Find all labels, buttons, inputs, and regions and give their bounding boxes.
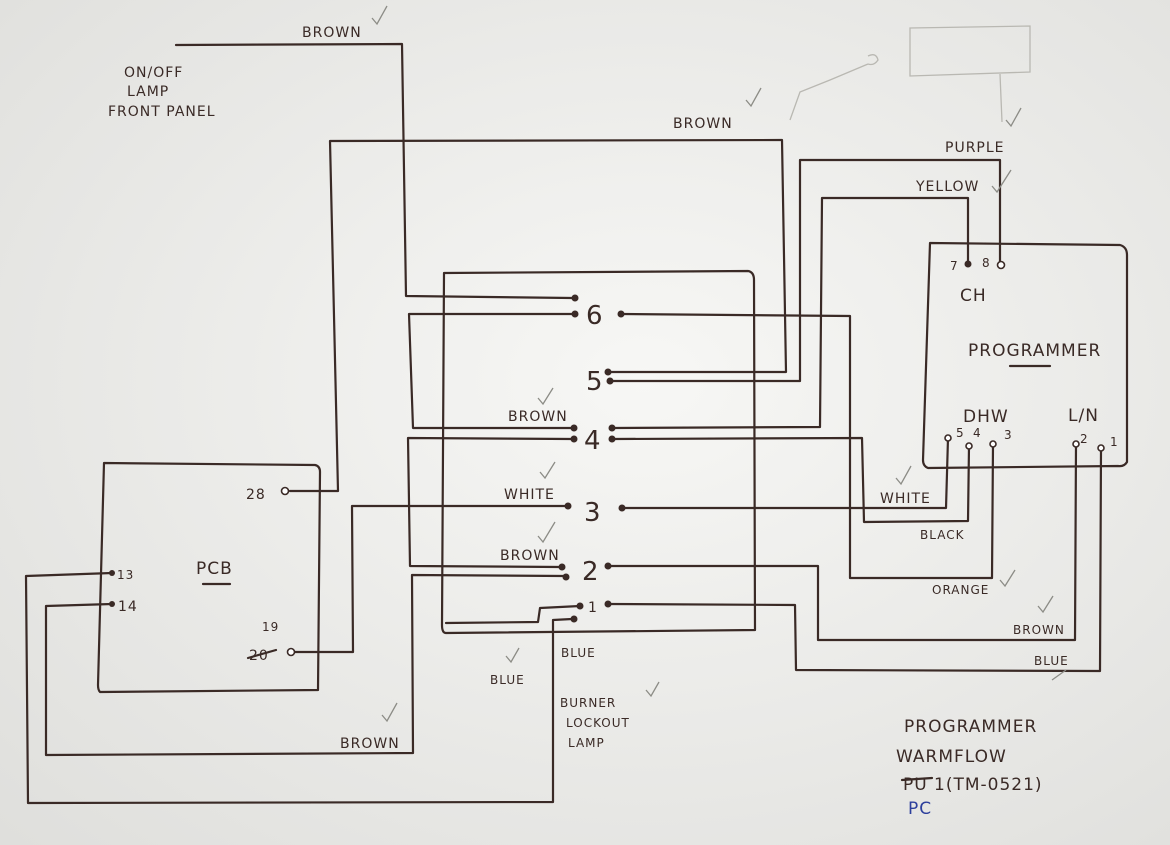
label-white-right: WHITE <box>880 491 931 507</box>
label-orange: ORANGE <box>932 583 989 597</box>
terminal-3: 3 <box>584 498 601 528</box>
pcb-outline <box>96 461 322 694</box>
lamp-label-line-3: FRONT PANEL <box>108 104 216 120</box>
programmer-pin-8: 8 <box>982 256 991 270</box>
wire-labels: BROWN BROWN PURPLE YELLOW BROWN WHITE BR… <box>302 25 1069 752</box>
terminal-4: 4 <box>584 426 601 456</box>
pcb-pin-19: 19 <box>262 620 279 634</box>
pcb-pin-14: 14 <box>118 599 138 615</box>
terminal-1: 1 <box>588 600 598 616</box>
programmer-pin-2: 2 <box>1080 432 1089 446</box>
programmer-dhw: DHW <box>963 407 1009 427</box>
label-blue-left: BLUE <box>490 673 525 687</box>
burner-label-line-2: LOCKOUT <box>566 716 630 730</box>
label-purple: PURPLE <box>945 140 1005 156</box>
programmer-pin-5: 5 <box>956 426 965 440</box>
label-white-3: WHITE <box>504 487 555 503</box>
wires <box>24 42 1103 805</box>
label-blue-mid: BLUE <box>561 646 596 660</box>
pencil-sketch <box>789 25 1031 123</box>
terminal-dots <box>109 260 1105 657</box>
programmer-note: PROGRAMMER WARMFLOW PU 1(TM-0521) PC <box>896 717 1043 819</box>
terminal-6: 6 <box>586 301 603 331</box>
programmer-pin-3: 3 <box>1004 428 1013 442</box>
programmer-ln: L/N <box>1068 406 1099 426</box>
terminal-block: 6 5 4 3 2 1 <box>582 301 603 616</box>
note-initials: PC <box>908 799 932 819</box>
label-black: BLACK <box>920 528 965 542</box>
pcb-title: PCB <box>196 559 233 579</box>
programmer: 7 8 CH PROGRAMMER DHW L/N 5 4 3 2 1 <box>950 256 1119 449</box>
pcb-pin-13: 13 <box>117 568 134 582</box>
programmer-ch: CH <box>960 286 987 306</box>
label-brown-ln: BROWN <box>1013 623 1065 637</box>
terminal-5: 5 <box>586 367 603 397</box>
note-line-3: 1(TM-0521) <box>934 775 1043 795</box>
burner-label-line-1: BURNER <box>560 696 616 710</box>
lamp-label-line-1: ON/OFF <box>124 65 183 81</box>
note-line-2: WARMFLOW <box>896 747 1007 767</box>
lamp-label-line-2: LAMP <box>127 84 169 100</box>
label-yellow: YELLOW <box>915 179 979 195</box>
label-brown-top: BROWN <box>302 25 362 41</box>
terminal-block-outline <box>440 269 757 635</box>
lamp-front-panel-label: ON/OFF LAMP FRONT PANEL <box>108 65 216 120</box>
label-blue-ln: BLUE <box>1034 654 1069 668</box>
note-line-1: PROGRAMMER <box>904 717 1037 737</box>
pcb-pin-28: 28 <box>246 487 266 503</box>
programmer-title: PROGRAMMER <box>968 341 1101 361</box>
label-brown-2: BROWN <box>500 548 560 564</box>
burner-lockout-lamp-label: BURNER LOCKOUT LAMP <box>560 696 630 750</box>
programmer-pin-1: 1 <box>1110 435 1119 449</box>
label-brown-4: BROWN <box>508 409 568 425</box>
label-brown-bottom: BROWN <box>340 736 400 752</box>
terminal-2: 2 <box>582 557 599 587</box>
programmer-outline <box>921 241 1129 470</box>
check-marks <box>371 5 1067 723</box>
pcb: PCB 28 13 14 19 20 <box>117 487 279 664</box>
programmer-pin-7: 7 <box>950 259 959 273</box>
burner-label-line-3: LAMP <box>568 736 605 750</box>
programmer-pin-4: 4 <box>973 426 982 440</box>
label-brown-right: BROWN <box>673 116 733 132</box>
